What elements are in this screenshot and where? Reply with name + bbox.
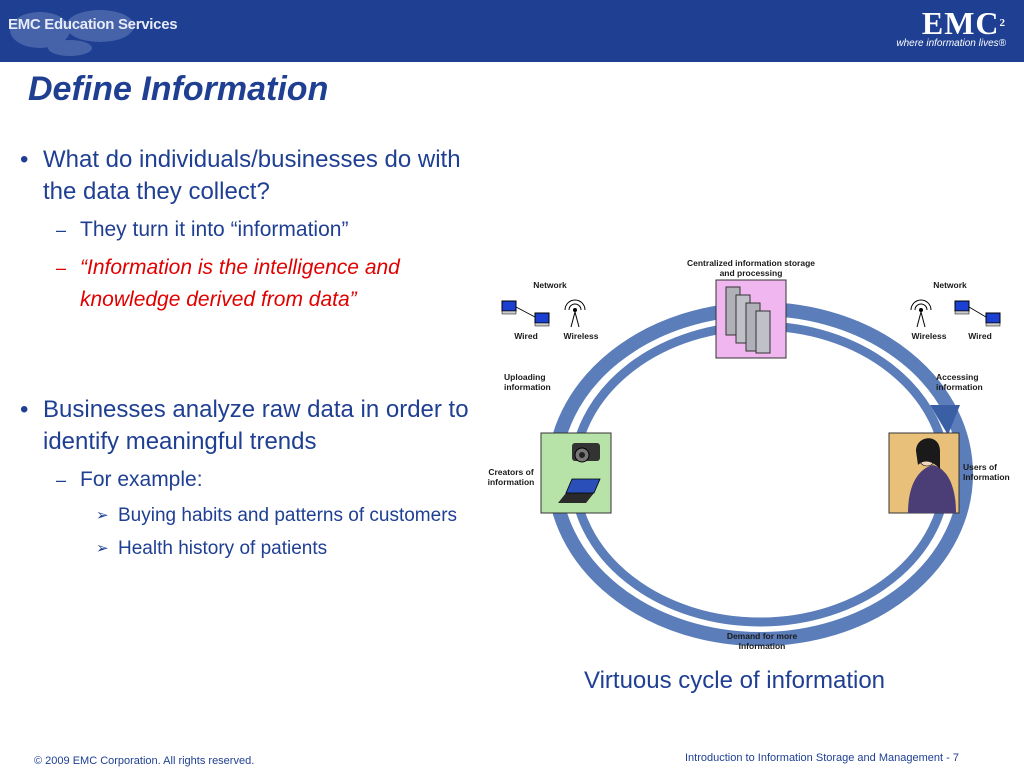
wired-computers-left-icon — [501, 300, 550, 327]
slide-title: Define Information — [28, 70, 329, 108]
subsub-bullet-1: Buying habits and patterns of customers — [18, 502, 498, 529]
cycle-graphic — [501, 279, 1001, 646]
label-users: Users of Information — [963, 462, 1010, 482]
sub-bullet-1: They turn it into “information” — [18, 214, 498, 246]
sub-bullet-3: For example: — [18, 464, 498, 496]
label-wired-right: Wired — [968, 331, 992, 341]
label-wireless-right: Wireless — [911, 331, 947, 341]
header-bar: EMC Education Services EMC2 where inform… — [0, 0, 1024, 62]
bullet-2: Businesses analyze raw data in order to … — [18, 394, 498, 458]
virtuous-cycle-diagram: Centralized information storage and proc… — [478, 255, 1024, 660]
label-centralized-storage: Centralized information storage and proc… — [687, 258, 815, 278]
subsub-bullet-2: Health history of patients — [18, 535, 498, 562]
cycle-arrowhead — [930, 405, 960, 435]
label-demand: Demand for more Information — [726, 631, 798, 651]
world-map-graphic — [10, 10, 134, 56]
label-network-right: Network — [933, 280, 967, 290]
wireless-antenna-right-icon — [910, 299, 932, 328]
emc-logo: EMC2 where information lives® — [896, 6, 1006, 49]
bullet-1: What do individuals/businesses do with t… — [18, 144, 498, 208]
label-accessing: Accessing information — [936, 372, 983, 392]
storage-servers-icon — [715, 279, 787, 359]
label-creators: Creators of information — [487, 467, 535, 487]
footer-copyright: © 2009 EMC Corporation. All rights reser… — [34, 755, 255, 767]
emc-tagline: where information lives® — [896, 38, 1006, 49]
wired-computers-right-icon — [954, 300, 1001, 327]
footer-course-page: Introduction to Information Storage and … — [685, 752, 959, 764]
user-person-icon — [888, 432, 960, 514]
bullet-list: What do individuals/businesses do with t… — [18, 144, 498, 562]
label-wired-left: Wired — [514, 331, 538, 341]
diagram-caption: Virtuous cycle of information — [584, 667, 886, 694]
label-uploading: Uploading information — [504, 372, 551, 392]
emc-education-services-logo: EMC Education Services — [8, 16, 178, 33]
sub-bullet-2-quote: “Information is the intelligence and kno… — [18, 252, 498, 316]
camera-laptop-icon — [540, 432, 612, 514]
label-network-left: Network — [533, 280, 567, 290]
label-wireless-left: Wireless — [563, 331, 599, 341]
emc-brand: EMC2 — [921, 5, 1006, 41]
wireless-antenna-left-icon — [564, 299, 586, 328]
